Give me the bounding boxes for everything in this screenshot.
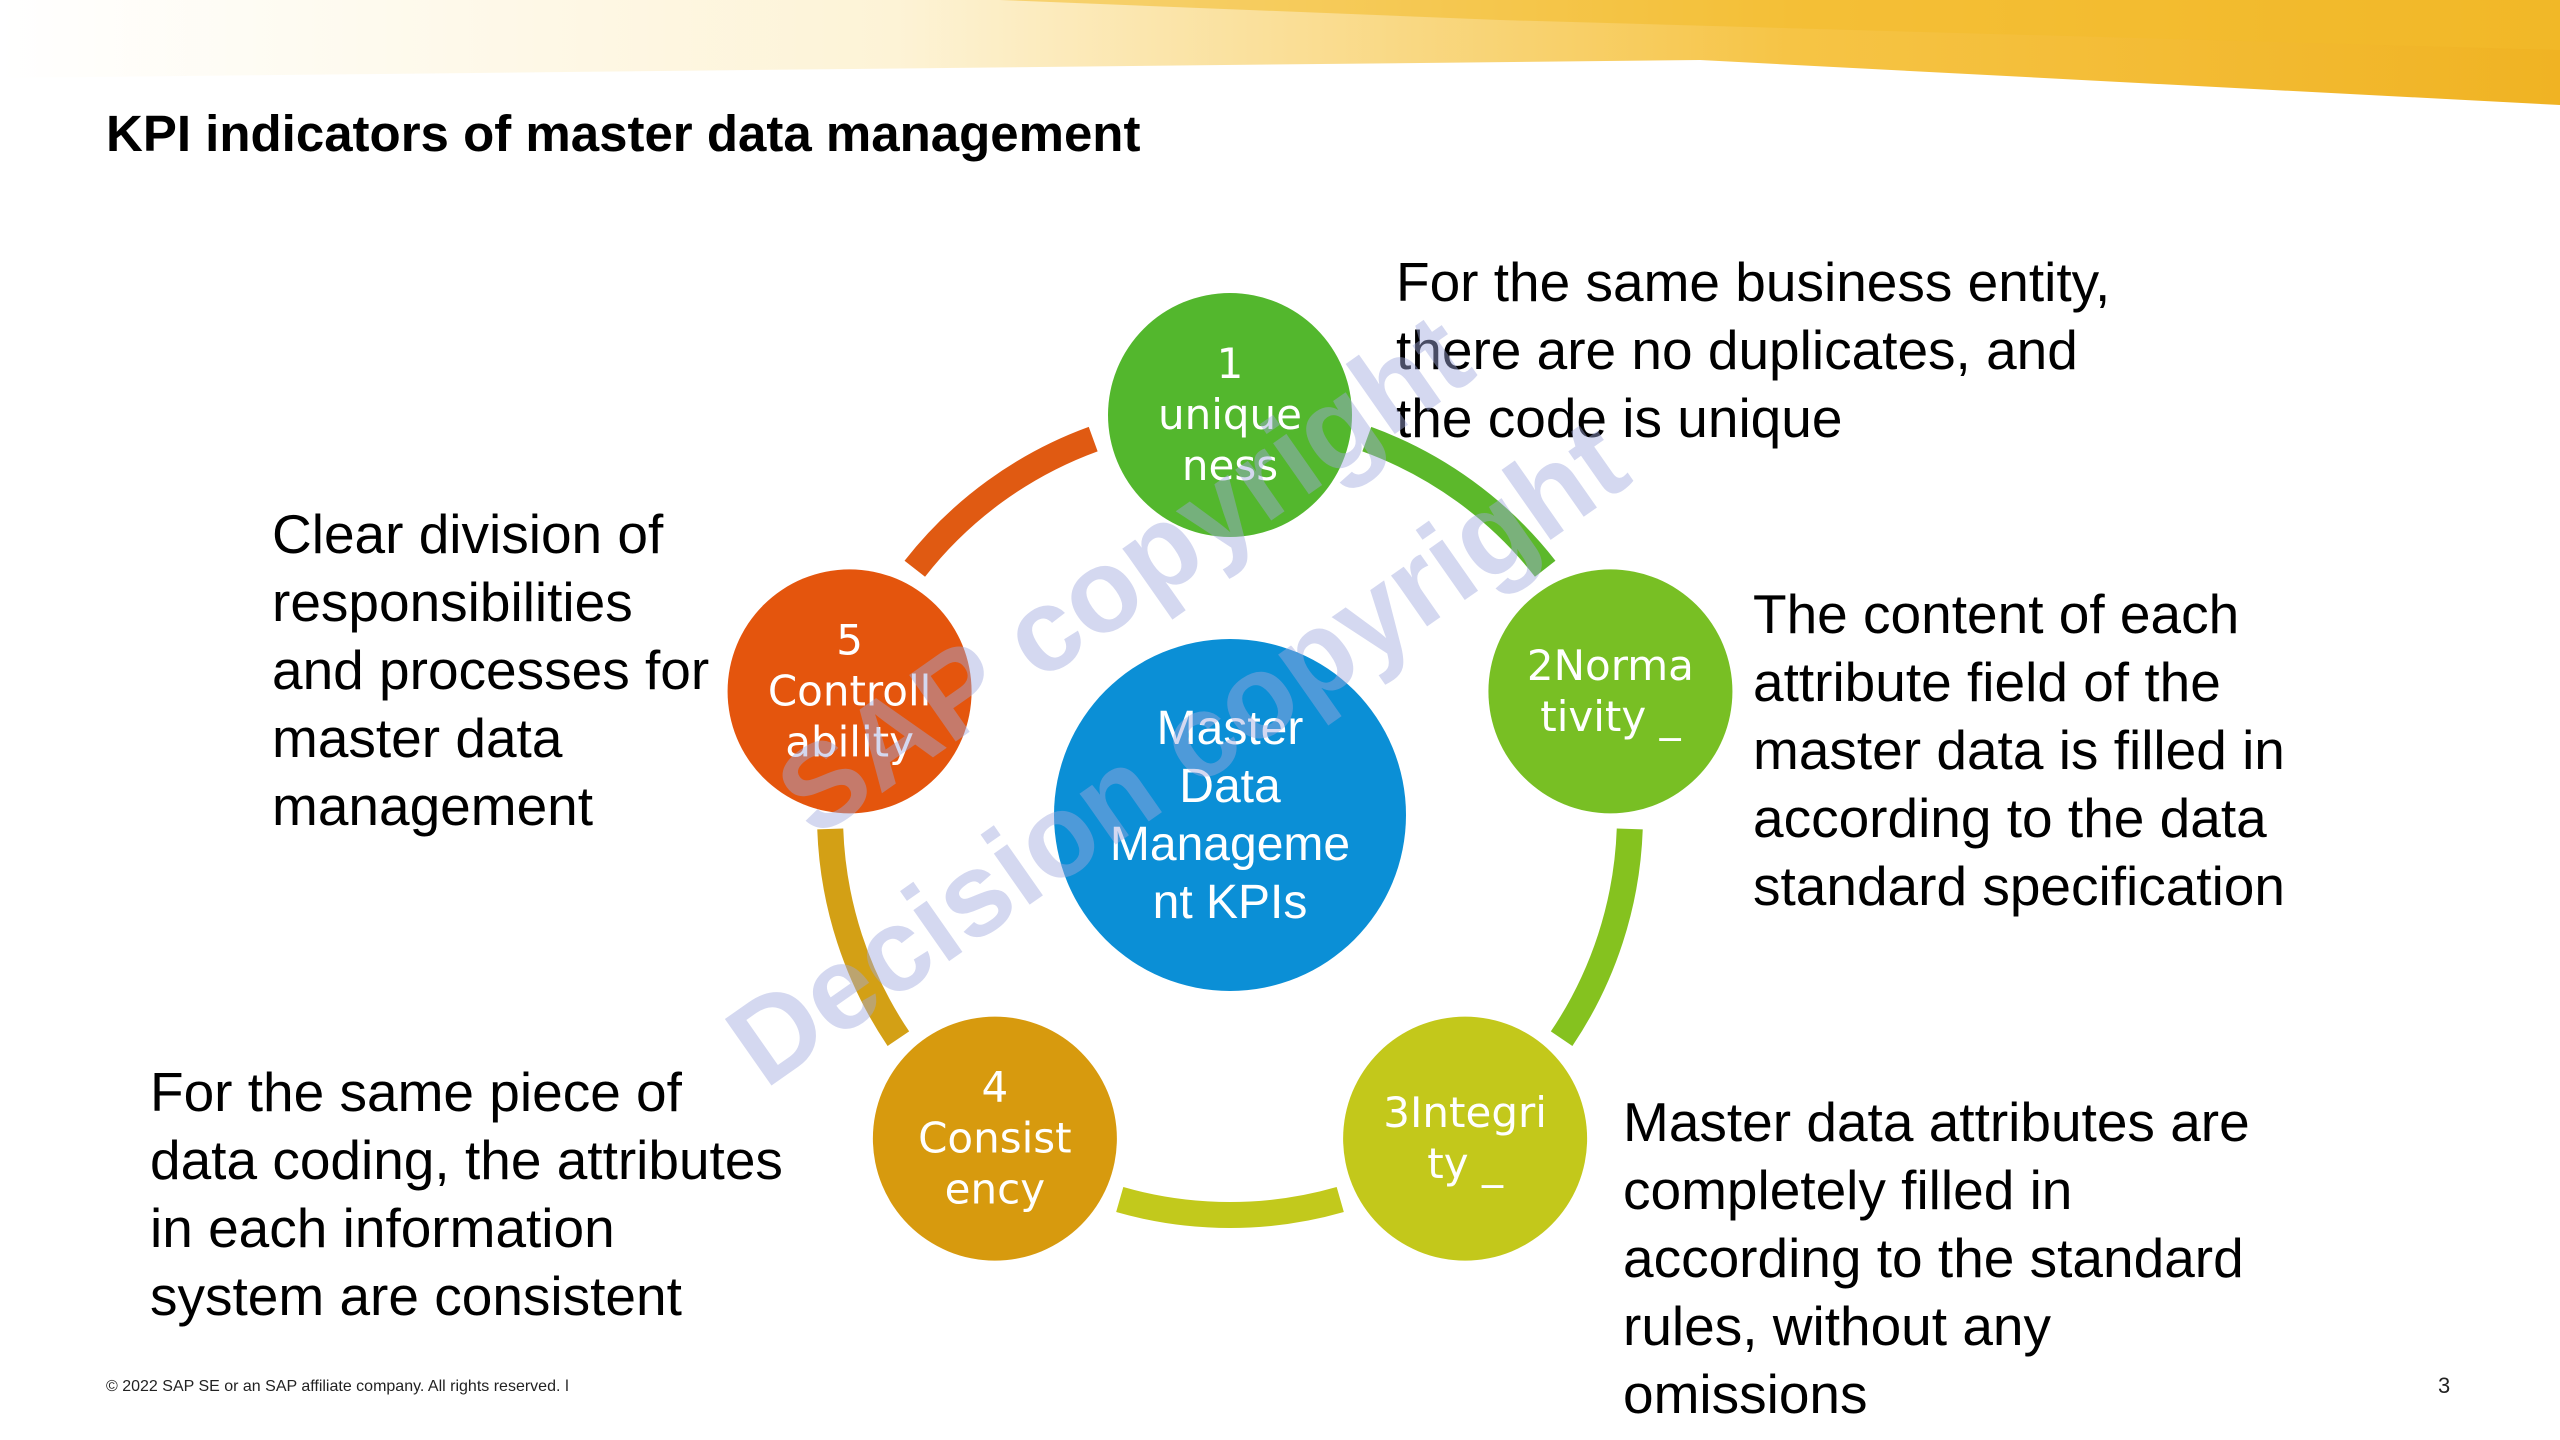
node-label-line: unique — [1158, 390, 1302, 439]
cycle-arc-3 — [1116, 1186, 1344, 1228]
top-accent-band — [0, 0, 2560, 105]
page-title: KPI indicators of master data management — [106, 105, 1141, 162]
node-label-line: 4 — [982, 1063, 1009, 1112]
node-controllability — [727, 569, 972, 814]
node-label-line: Consist — [918, 1114, 1072, 1163]
cycle-arc-4 — [817, 828, 910, 1046]
node-label-line: 2Norma — [1527, 641, 1694, 690]
node-label-line: ency — [945, 1165, 1045, 1214]
cycle-arc-5 — [904, 426, 1098, 577]
node-label-line: Controll — [768, 666, 932, 715]
page-number: 3 — [2438, 1373, 2451, 1398]
center-label-line: Master — [1157, 702, 1304, 755]
copyright-footer: © 2022 SAP SE or an SAP affiliate compan… — [106, 1378, 570, 1395]
node-label-line: 5 — [836, 615, 863, 664]
node-label-line: ty _ — [1427, 1139, 1504, 1188]
cycle-arc-2 — [1550, 828, 1643, 1046]
node-consistency — [872, 1016, 1117, 1261]
node-integrity — [1343, 1016, 1588, 1261]
center-label-line: Manageme — [1110, 818, 1350, 871]
center-label-line: nt KPIs — [1153, 876, 1308, 929]
uniqueness-description: For the same business entity, there are … — [1396, 251, 2111, 449]
node-normativity — [1488, 569, 1733, 814]
center-label-line: Data — [1179, 760, 1281, 813]
center-circle — [1054, 639, 1406, 991]
consistency-description: For the same piece of data coding, the a… — [150, 1061, 783, 1327]
node-label-line: tivity _ — [1540, 692, 1681, 741]
node-label-line: ness — [1182, 441, 1278, 490]
controllability-description: Clear division of responsibilities and p… — [272, 503, 710, 837]
node-uniqueness — [1108, 293, 1352, 537]
accent-band-highlight — [1000, 0, 2560, 50]
node-label-line: 3Integri — [1383, 1088, 1547, 1137]
node-label-line: 1 — [1217, 339, 1244, 388]
normativity-description: The content of each attribute field of t… — [1753, 583, 2285, 917]
integrity-description: Master data attributes are completely fi… — [1623, 1091, 2250, 1425]
node-label-line: ability — [785, 717, 914, 766]
cycle-arc-1 — [1362, 426, 1556, 577]
